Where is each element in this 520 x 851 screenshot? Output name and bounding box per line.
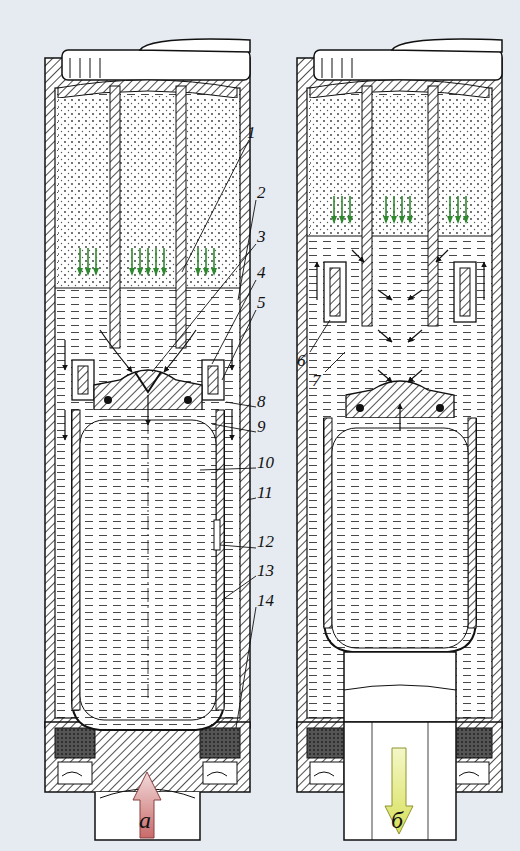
callout-number: 10 xyxy=(257,454,274,471)
figure-letter: б xyxy=(391,808,403,832)
callout-number: 9 xyxy=(257,418,266,435)
callout-number: 13 xyxy=(257,562,274,579)
callout-number: 8 xyxy=(257,393,266,410)
callout-number: 6 xyxy=(297,352,306,369)
callout-number: 12 xyxy=(257,533,274,550)
callout-number: 14 xyxy=(257,592,274,609)
figure-letter: а xyxy=(139,808,151,832)
callout-number: 2 xyxy=(257,184,266,201)
figure-a xyxy=(45,39,250,840)
callout-number: 7 xyxy=(312,372,321,389)
callout-number: 4 xyxy=(257,264,266,281)
callout-number: 11 xyxy=(257,484,273,501)
leader-lines xyxy=(152,140,345,728)
figure-b xyxy=(297,39,502,840)
callout-number: 5 xyxy=(257,294,266,311)
callout-number: 1 xyxy=(247,124,256,141)
callout-number: 3 xyxy=(257,228,266,245)
